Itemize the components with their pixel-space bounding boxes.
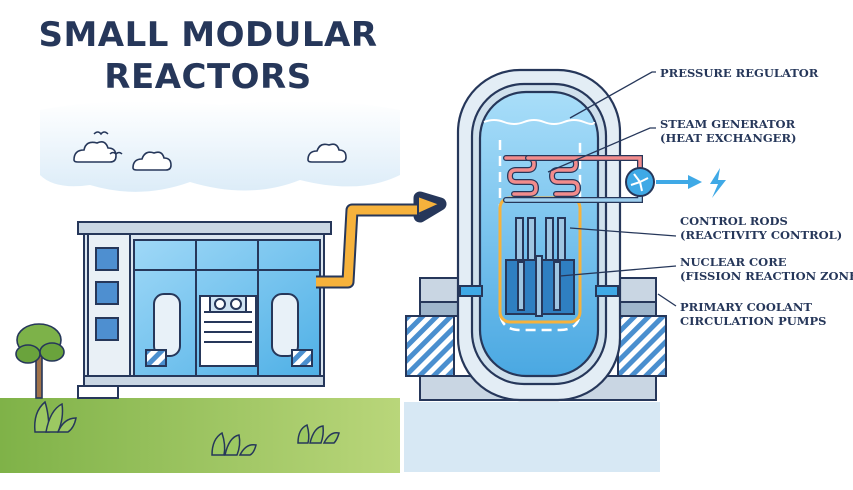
label-nuclear-core: NUCLEAR CORE (FISSION REACTION ZONE) <box>680 255 853 283</box>
lightning-icon <box>710 168 726 198</box>
bird-icon <box>93 131 123 156</box>
reactor-vessel <box>456 68 622 402</box>
label-control-rods: CONTROL RODS (REACTIVITY CONTROL) <box>680 214 843 242</box>
bush-icon <box>33 400 340 456</box>
title-line-1: SMALL MODULAR <box>38 15 378 55</box>
tree <box>15 323 65 399</box>
label-steam-generator: STEAM GENERATOR (HEAT EXCHANGER) <box>660 117 797 145</box>
page-title: SMALL MODULAR REACTORS <box>18 14 398 98</box>
sky-clouds <box>40 101 400 192</box>
label-leaders <box>547 71 677 307</box>
turbine-icon <box>625 167 655 197</box>
building <box>77 221 332 399</box>
coolant-pumps <box>459 285 619 297</box>
cloud-icon <box>73 141 347 171</box>
nuclear-core <box>505 255 575 317</box>
label-coolant-pumps: PRIMARY COOLANT CIRCULATION PUMPS <box>680 300 827 328</box>
title-line-2: REACTORS <box>104 57 312 97</box>
reactor-ground-panel <box>404 402 660 472</box>
label-pressure-regulator: PRESSURE REGULATOR <box>660 66 819 80</box>
